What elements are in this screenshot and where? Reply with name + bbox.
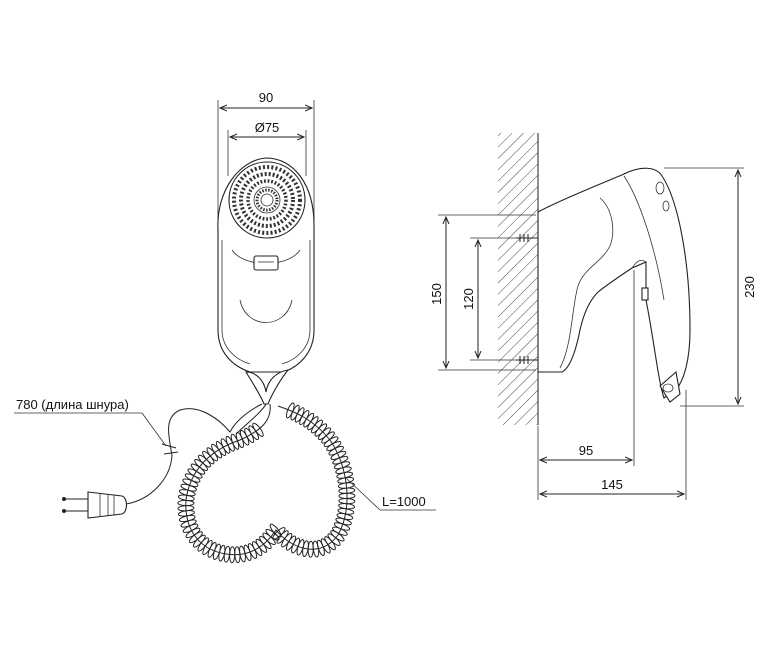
side-view: 150 120 230 95 145: [429, 133, 757, 500]
coil-turn: [285, 402, 295, 419]
dimension-height-230: 230: [664, 167, 757, 407]
dryer-front-body: [217, 157, 315, 405]
dimension-mount-150: 150: [429, 214, 536, 371]
dim-label-90: 90: [259, 90, 273, 105]
dimension-depth-145: 145: [540, 390, 687, 500]
dim-label-120: 120: [461, 288, 476, 310]
front-view: 90 Ø75: [14, 90, 436, 564]
plug-icon: [62, 491, 128, 519]
coiled-cord: [177, 402, 356, 564]
dim-label-780: 780 (длина шнура): [16, 397, 129, 412]
dimension-mount-120: 120: [461, 237, 516, 361]
wall-hatch: [498, 133, 538, 425]
straight-cord: [125, 403, 263, 505]
dimension-diameter-75: Ø75: [227, 120, 307, 176]
dimension-coil-1000: L=1000: [345, 477, 436, 511]
dimension-width-90: 90: [217, 90, 315, 222]
switch: [253, 255, 279, 271]
dimension-depth-95: 95: [537, 270, 635, 500]
dim-label-d75: Ø75: [255, 120, 280, 135]
nozzle-grille: [228, 161, 306, 239]
dim-label-150: 150: [429, 283, 444, 305]
dryer-side-body: [516, 167, 691, 403]
dim-label-l1000: L=1000: [382, 494, 426, 509]
coil-turn: [269, 523, 282, 538]
dim-label-230: 230: [742, 276, 757, 298]
dim-label-145: 145: [601, 477, 623, 492]
dim-label-95: 95: [579, 443, 593, 458]
dimension-cord-780: 780 (длина шнура): [14, 397, 167, 447]
